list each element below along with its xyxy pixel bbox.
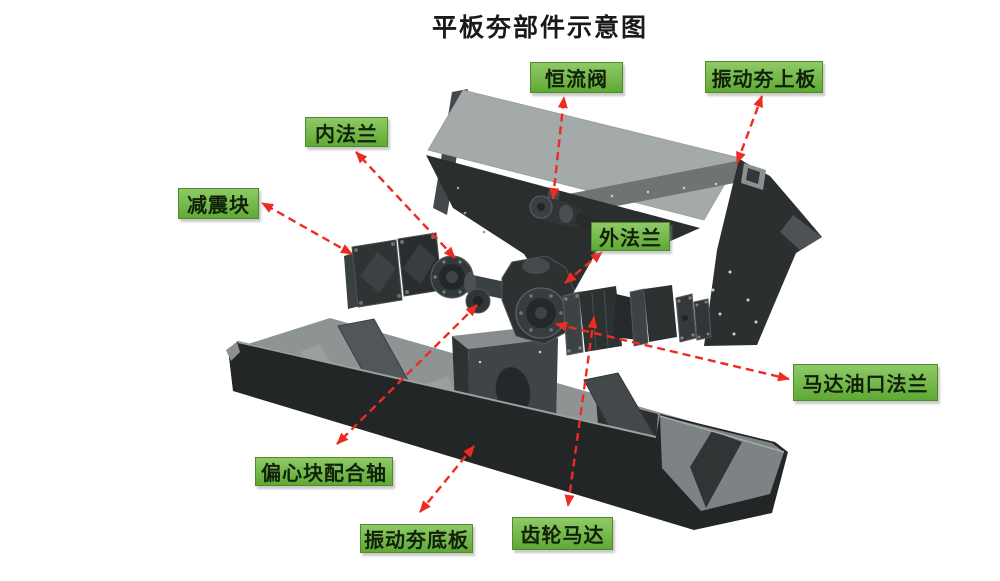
base-plate-assembly — [226, 318, 788, 530]
inner-flange-shaft-part — [430, 255, 537, 314]
leader-arrow-outer-flange — [564, 251, 603, 284]
outer-flange-housing-part — [501, 255, 575, 345]
label-constant-flow-valve: 恒流阀 — [530, 62, 623, 93]
leader-arrow-rammer-bottom-plate — [419, 445, 475, 513]
leader-arrow-gear-motor — [564, 316, 598, 507]
oil-port-flanges-part — [675, 293, 712, 343]
label-inner-flange: 内法兰 — [305, 117, 388, 147]
diagram-title: 平板夯部件示意图 — [431, 15, 648, 42]
label-rammer-top-plate: 振动夯上板 — [705, 61, 823, 93]
leader-arrow-inner-flange — [355, 151, 456, 259]
right-wing-plate — [704, 159, 822, 346]
damper-blocks-part — [344, 232, 443, 309]
leader-arrow-rammer-top-plate — [735, 95, 764, 164]
constant-flow-valve-part — [529, 190, 594, 230]
label-eccentric-shaft: 偏心块配合轴 — [255, 457, 393, 486]
leader-arrow-motor-oil-port-flange — [555, 321, 790, 382]
label-rammer-bottom-plate: 振动夯底板 — [360, 524, 473, 553]
label-gear-motor: 齿轮马达 — [512, 517, 613, 550]
leader-arrow-damper-block — [261, 201, 353, 256]
leader-arrow-constant-flow-valve — [549, 96, 568, 200]
label-damper-block: 减震块 — [178, 188, 259, 219]
label-motor-oil-port-flange: 马达油口法兰 — [793, 364, 938, 401]
gear-motors-part — [562, 285, 712, 356]
top-plate-assembly — [426, 89, 822, 346]
label-outer-flange: 外法兰 — [591, 222, 670, 251]
leader-arrow-eccentric-shaft — [336, 304, 478, 445]
